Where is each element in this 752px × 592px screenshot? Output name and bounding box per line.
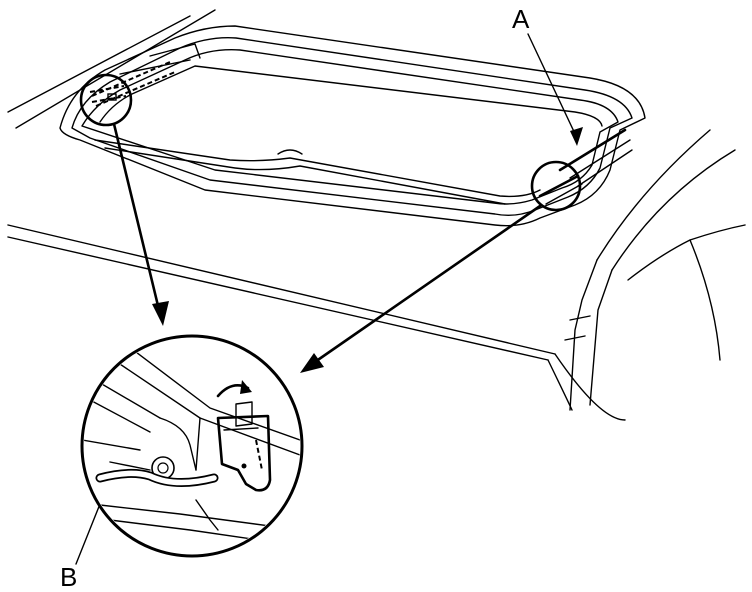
callout-a-leader bbox=[527, 33, 578, 139]
callout-label-a: A bbox=[512, 4, 530, 34]
sunroof-frame bbox=[59, 25, 646, 227]
arrow-right-to-detail bbox=[310, 204, 542, 366]
magnified-detail bbox=[80, 334, 304, 558]
callout-label-b: B bbox=[60, 562, 78, 592]
left-circle-detail bbox=[89, 85, 127, 103]
detail-circle-right bbox=[530, 160, 582, 212]
right-circle-detail bbox=[538, 174, 583, 205]
roof-body-contours bbox=[7, 9, 746, 421]
arrow-left-to-detail bbox=[112, 122, 162, 316]
detail-circle-left bbox=[79, 73, 133, 127]
